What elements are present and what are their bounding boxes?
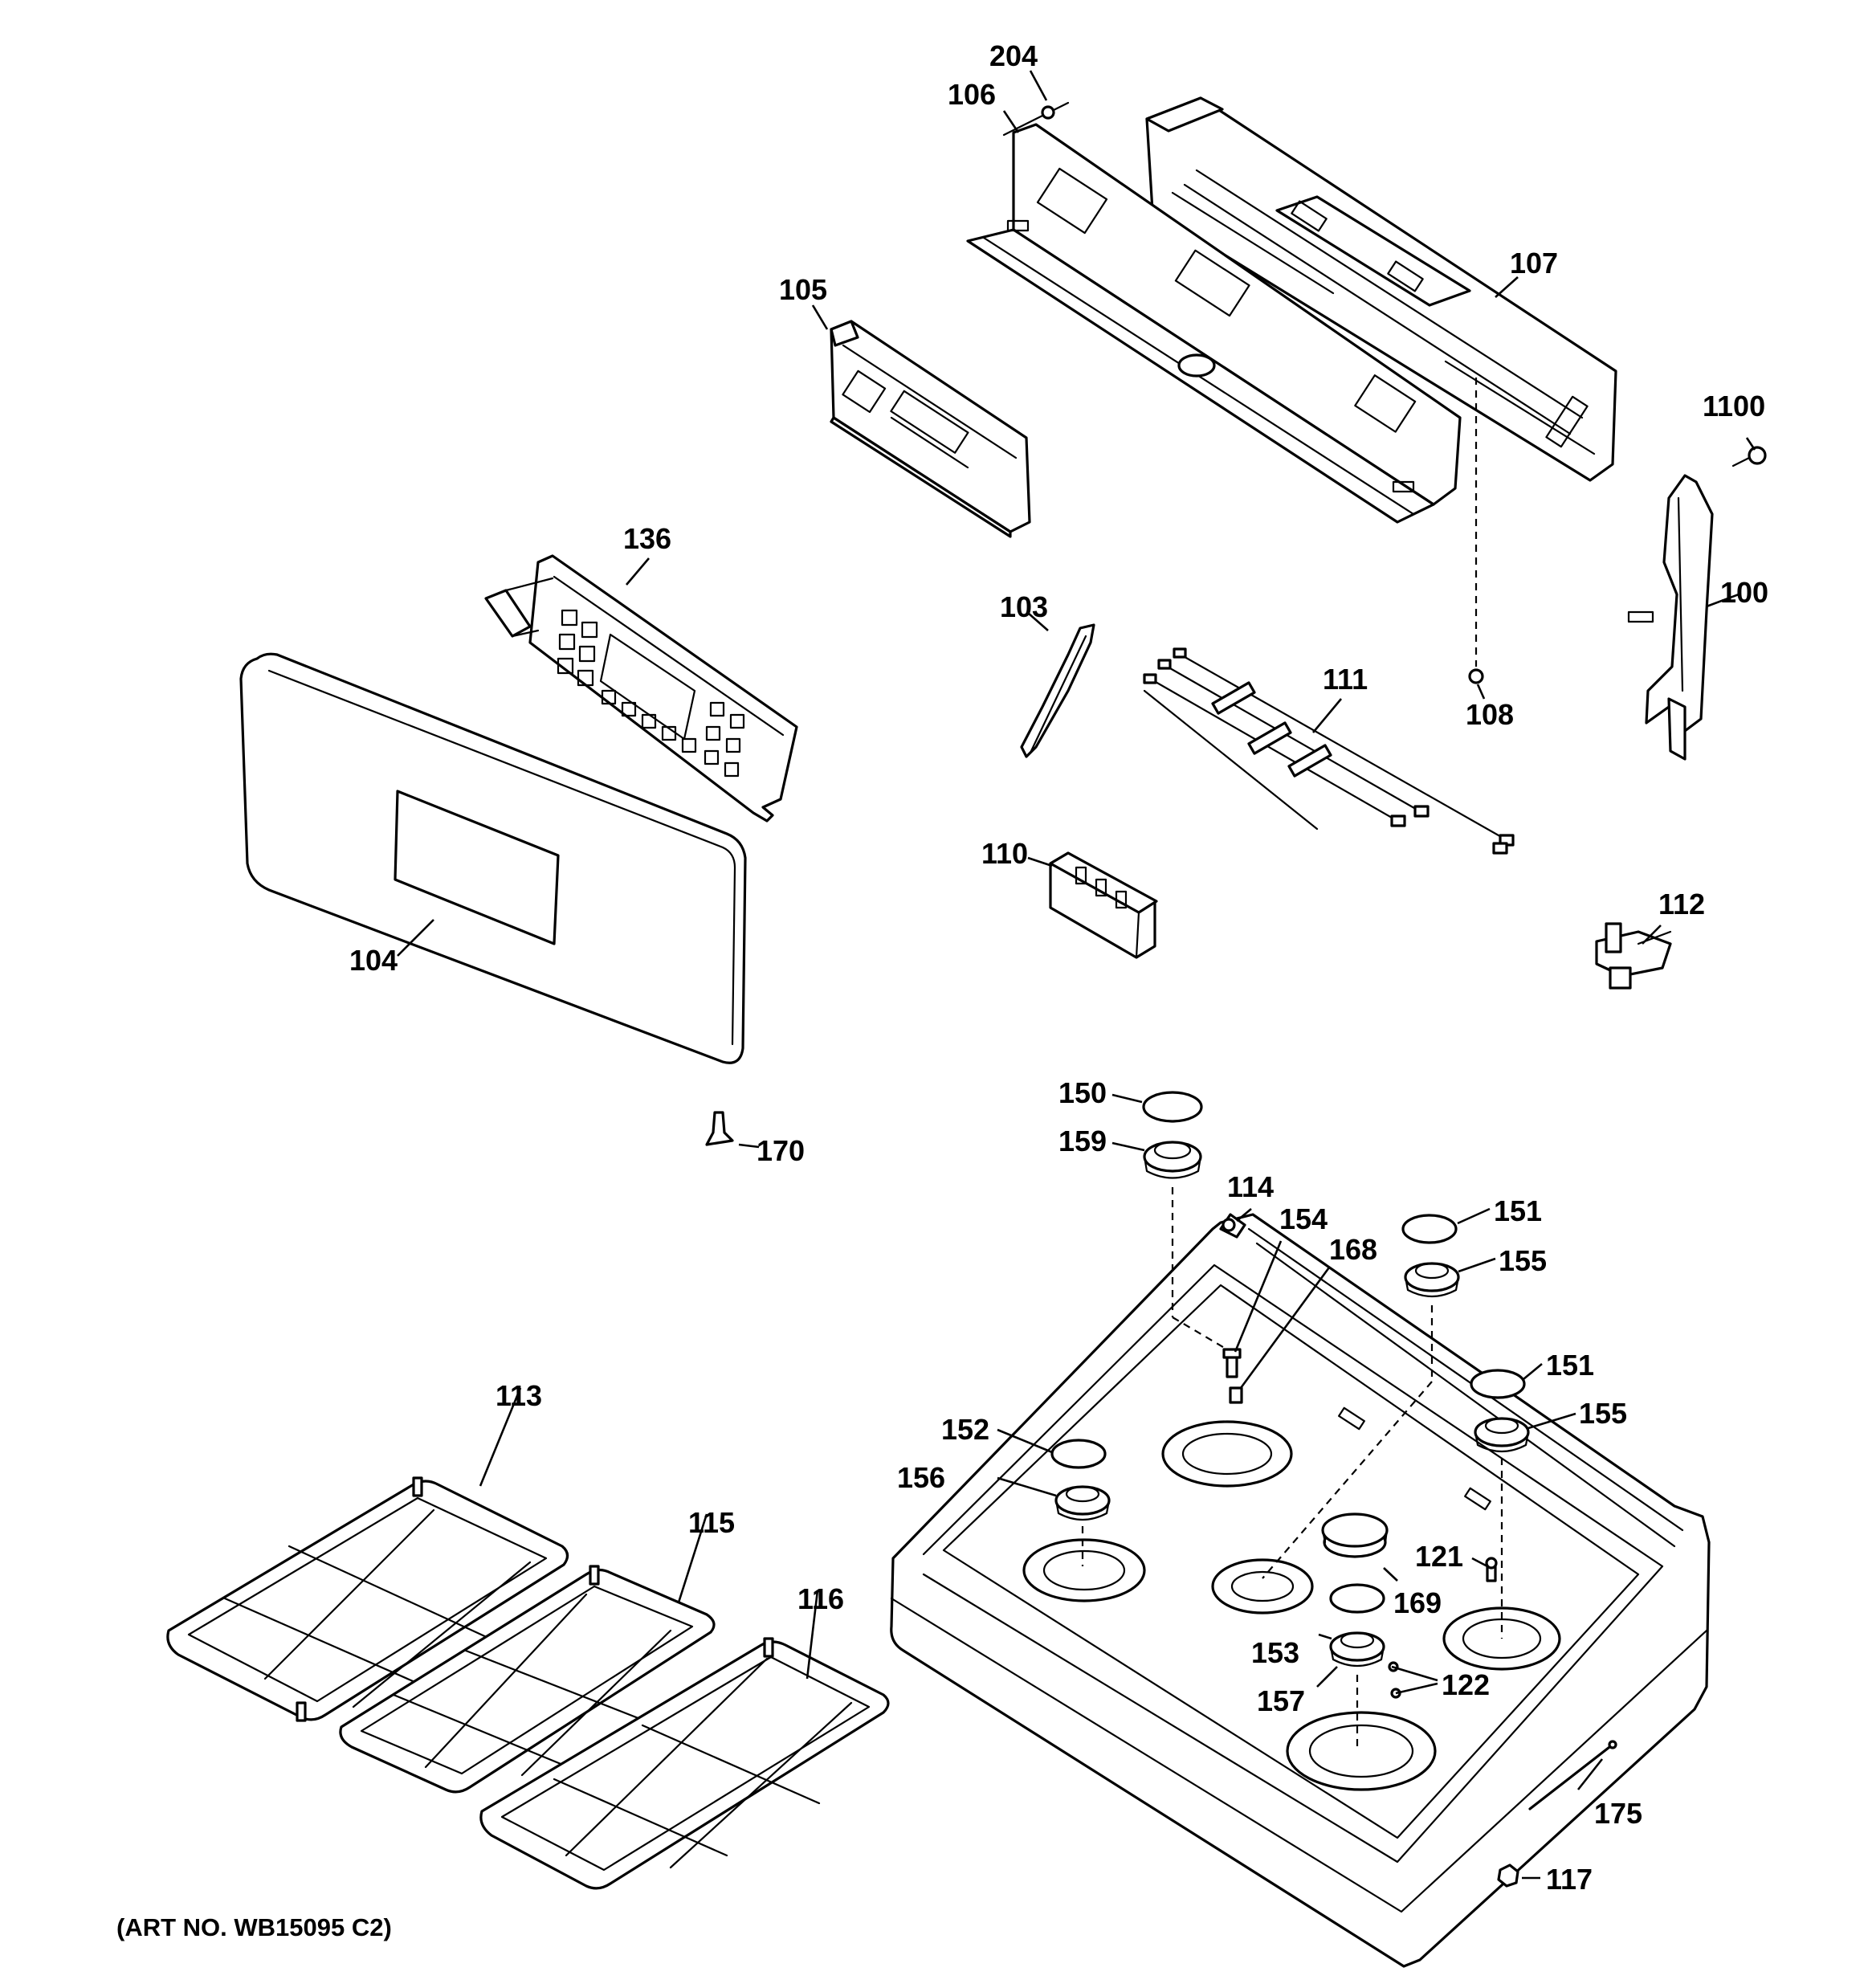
callout-122: 122 (1442, 1668, 1490, 1701)
burner-153-cap (1329, 1583, 1385, 1614)
burner-152-cap (1050, 1439, 1107, 1469)
part-175-rod (1528, 1740, 1617, 1810)
callout-150: 150 (1058, 1076, 1107, 1109)
callout-136: 136 (623, 522, 671, 555)
callout-170: 170 (757, 1134, 805, 1167)
callout-113: 113 (496, 1379, 542, 1412)
part-108-screw (1468, 378, 1484, 684)
part-110-connector (1049, 851, 1158, 959)
part-105-control-board (830, 320, 1031, 538)
burner-151-cap-b (1470, 1369, 1526, 1399)
callout-1100: 1100 (1703, 390, 1765, 423)
part-121-screw (1485, 1557, 1498, 1582)
part-114-cooktop (890, 1213, 1711, 1968)
callout-151-a: 151 (1494, 1194, 1542, 1227)
callout-204: 204 (989, 39, 1038, 72)
part-103-bracket (1020, 623, 1095, 758)
callout-169: 169 (1393, 1586, 1442, 1619)
callout-114: 114 (1227, 1170, 1274, 1203)
callout-121: 121 (1415, 1540, 1463, 1573)
burner-159-head (1143, 1141, 1202, 1179)
callout-110: 110 (981, 837, 1028, 870)
callout-108: 108 (1466, 698, 1514, 731)
callout-116: 116 (797, 1582, 844, 1615)
callout-156: 156 (897, 1461, 945, 1494)
part-107-backsplash (1145, 96, 1617, 482)
part-115-grate (339, 1565, 716, 1794)
burner-151-cap-a (1401, 1214, 1458, 1244)
callout-151-b: 151 (1546, 1349, 1594, 1382)
part-136-membrane (484, 554, 798, 823)
part-204-screw (1002, 101, 1070, 137)
part-154-igniter (1222, 1348, 1242, 1378)
part-113-grate (166, 1476, 569, 1722)
callout-153: 153 (1251, 1636, 1299, 1669)
callout-112: 112 (1658, 888, 1705, 921)
part-106-control-frame (966, 123, 1462, 524)
part-170-screw (705, 1111, 734, 1146)
part-104-control-panel (239, 652, 747, 1064)
part-117-nut (1497, 1863, 1519, 1888)
burner-157-head (1329, 1631, 1385, 1668)
callout-155-a: 155 (1499, 1244, 1547, 1277)
part-168-clip (1229, 1386, 1243, 1404)
callout-159: 159 (1058, 1125, 1107, 1157)
callout-111: 111 (1323, 663, 1368, 696)
burner-155-head-b (1474, 1417, 1530, 1453)
part-1100-screw (1731, 446, 1767, 467)
part-100-side-trim (1627, 474, 1714, 761)
part-111-harness (1143, 647, 1515, 855)
callout-175: 175 (1594, 1797, 1642, 1830)
part-116-grate (479, 1637, 890, 1890)
callout-106: 106 (948, 78, 996, 111)
callout-117: 117 (1546, 1863, 1593, 1896)
art-number: (ART NO. WB15095 C2) (116, 1913, 392, 1941)
callout-103: 103 (1000, 590, 1048, 623)
callout-104: 104 (349, 944, 398, 977)
callout-105: 105 (779, 273, 827, 306)
callout-100: 100 (1720, 576, 1768, 609)
assembly-lines (1081, 1187, 1503, 1747)
callout-152: 152 (941, 1413, 989, 1446)
part-112-switch (1595, 922, 1672, 990)
callout-labels: 204 106 105 107 1100 100 136 103 111 108… (116, 39, 1768, 1941)
callout-154: 154 (1279, 1202, 1328, 1235)
burner-156-head (1054, 1485, 1111, 1521)
callout-157: 157 (1257, 1684, 1305, 1717)
callout-168: 168 (1329, 1233, 1377, 1266)
callout-107: 107 (1510, 247, 1558, 280)
callout-155-b: 155 (1579, 1397, 1627, 1430)
burner-155-head-a (1404, 1262, 1460, 1298)
leader-lines (397, 70, 1756, 1880)
burner-150-cap (1142, 1091, 1203, 1123)
callout-115: 115 (688, 1506, 735, 1539)
